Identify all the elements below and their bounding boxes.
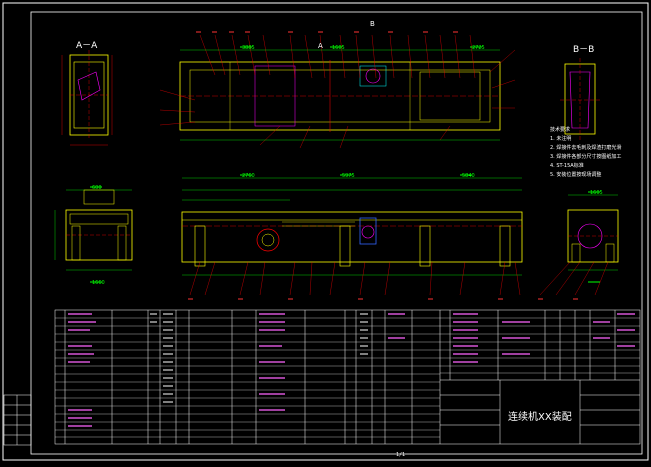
marker-b-label: B xyxy=(370,20,375,28)
technical-notes: 技术要求 1. 未注明 2. 焊接件去毛刺及焊渣打磨光滑 3. 焊接件各部分尺寸… xyxy=(550,126,621,180)
drawing-title: 连续机XX装配 xyxy=(508,412,572,423)
dim-label: 3885 xyxy=(242,45,255,51)
top-plan-view xyxy=(159,34,516,149)
section-aa-view xyxy=(61,50,113,146)
bom-table xyxy=(54,309,641,445)
note-item: 1. 未注明 xyxy=(550,136,572,142)
note-item: 3. 焊接件各部分尺寸按图纸加工 xyxy=(550,154,622,160)
notes-heading: 技术要求 xyxy=(550,127,571,133)
bom-rows xyxy=(55,317,640,438)
dim-label: 1605 xyxy=(590,190,603,196)
dim-label: 600 xyxy=(92,185,102,191)
section-bb-label: B－B xyxy=(573,45,595,55)
dim-label: 5840 xyxy=(462,173,475,179)
note-item: 4. ST-15A标准 xyxy=(550,163,584,169)
dim-label: 1660 xyxy=(92,280,105,286)
marker-a-label: A xyxy=(318,42,323,50)
section-bb-view xyxy=(560,58,600,142)
note-item: 2. 焊接件去毛刺及焊渣打磨光滑 xyxy=(550,145,622,151)
dim-label: 2760 xyxy=(242,173,255,179)
note-item: 5. 安装位置按现场调整 xyxy=(550,172,602,178)
section-aa-label: A－A xyxy=(76,41,98,51)
dim-label: 1605 xyxy=(332,45,345,51)
main-elevation-view xyxy=(181,177,523,296)
dim-label: 5975 xyxy=(342,173,355,179)
dim-label: 2725 xyxy=(472,45,485,51)
bom-text-marks xyxy=(68,313,635,427)
left-end-view xyxy=(54,189,133,271)
part-number-marks xyxy=(188,31,578,300)
page-number: 1/1 xyxy=(396,452,406,458)
bom-text-marks-white xyxy=(150,313,368,403)
right-end-view xyxy=(539,194,619,296)
dimension-text-marks xyxy=(90,46,600,283)
